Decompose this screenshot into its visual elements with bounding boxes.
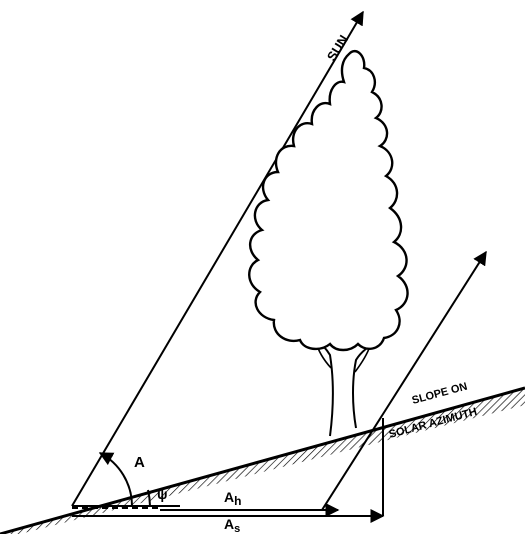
parallel-sun-ray bbox=[321, 250, 487, 511]
angle-a-label: A bbox=[134, 454, 145, 471]
as-label-base: A bbox=[224, 516, 234, 532]
ah-label: Ah bbox=[224, 489, 241, 508]
as-label-sub: s bbox=[234, 523, 240, 534]
ah-label-sub: h bbox=[234, 494, 241, 508]
tree-crown bbox=[248, 49, 409, 352]
ah-label-base: A bbox=[224, 489, 234, 505]
angle-a-arc bbox=[98, 452, 133, 507]
slope-line bbox=[0, 386, 525, 534]
tree-trunk bbox=[301, 337, 381, 437]
angle-psi-label: ψ bbox=[157, 486, 168, 502]
as-label: As bbox=[224, 516, 240, 534]
slope-label-line1: SLOPE ON bbox=[411, 381, 469, 407]
angle-psi-arc bbox=[147, 489, 151, 507]
sun-ray bbox=[71, 10, 364, 507]
